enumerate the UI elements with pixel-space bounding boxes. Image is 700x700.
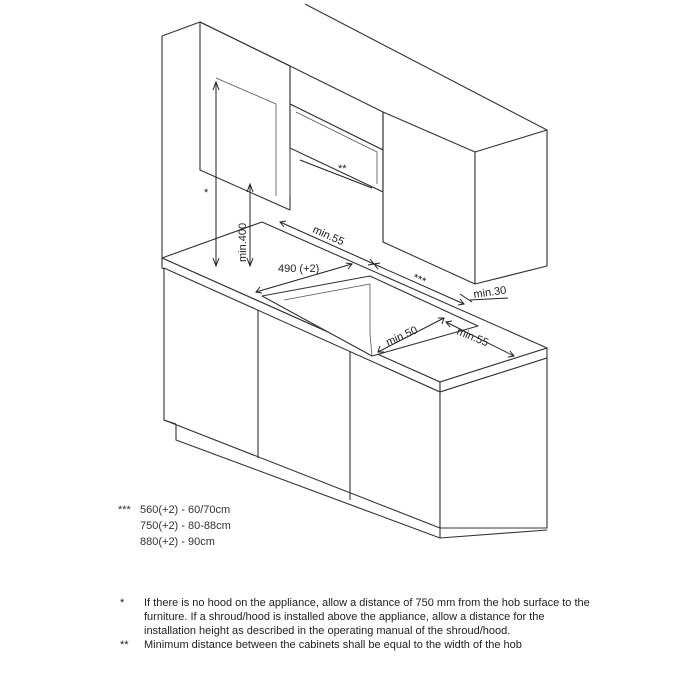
footnote: ** Minimum distance between the cabinets… [120, 638, 590, 652]
footnote-text: Minimum distance between the cabinets sh… [144, 639, 522, 651]
cutout-490-label: 490 (+2) [278, 263, 319, 275]
footnote: * If there is no hood on the appliance, … [120, 596, 590, 638]
min-30-label: min.30 [473, 284, 507, 300]
height-star-label: * [204, 187, 209, 199]
size-value: 560(+2) - 60/70cm [140, 504, 231, 516]
size-row: *** 560(+2) - 60/70cm [118, 502, 231, 518]
base-cabinets [163, 267, 548, 539]
hob-cutout [261, 275, 479, 357]
footnote-marker: * [120, 597, 125, 609]
footnotes: * If there is no hood on the appliance, … [120, 596, 590, 652]
upper-cabinets [199, 21, 548, 285]
dimension-min-30: min.30 [459, 284, 509, 303]
gap-star-label: ** [338, 163, 347, 175]
cutout-size-table: *** 560(+2) - 60/70cm 750(+2) - 80-88cm … [118, 502, 231, 550]
min-400-label: min.400 [237, 223, 249, 262]
dimension-cutout-width: *** [373, 262, 465, 306]
size-row: 750(+2) - 80-88cm [118, 518, 231, 534]
size-value: 750(+2) - 80-88cm [140, 520, 231, 532]
dimension-height: min.400 * [204, 80, 254, 268]
dimension-490: 490 (+2) [255, 262, 353, 294]
footnote-marker: ** [120, 639, 129, 651]
footnote-text: If there is no hood on the appliance, al… [144, 597, 590, 637]
dimension-cabinet-gap: ** [299, 159, 373, 189]
size-value: 880(+2) - 90cm [140, 536, 215, 548]
min-55-top-label: min.55 [311, 224, 346, 248]
size-row: 880(+2) - 90cm [118, 534, 231, 550]
size-marker: *** [118, 504, 131, 516]
cutout-width-star-label: *** [411, 272, 428, 288]
